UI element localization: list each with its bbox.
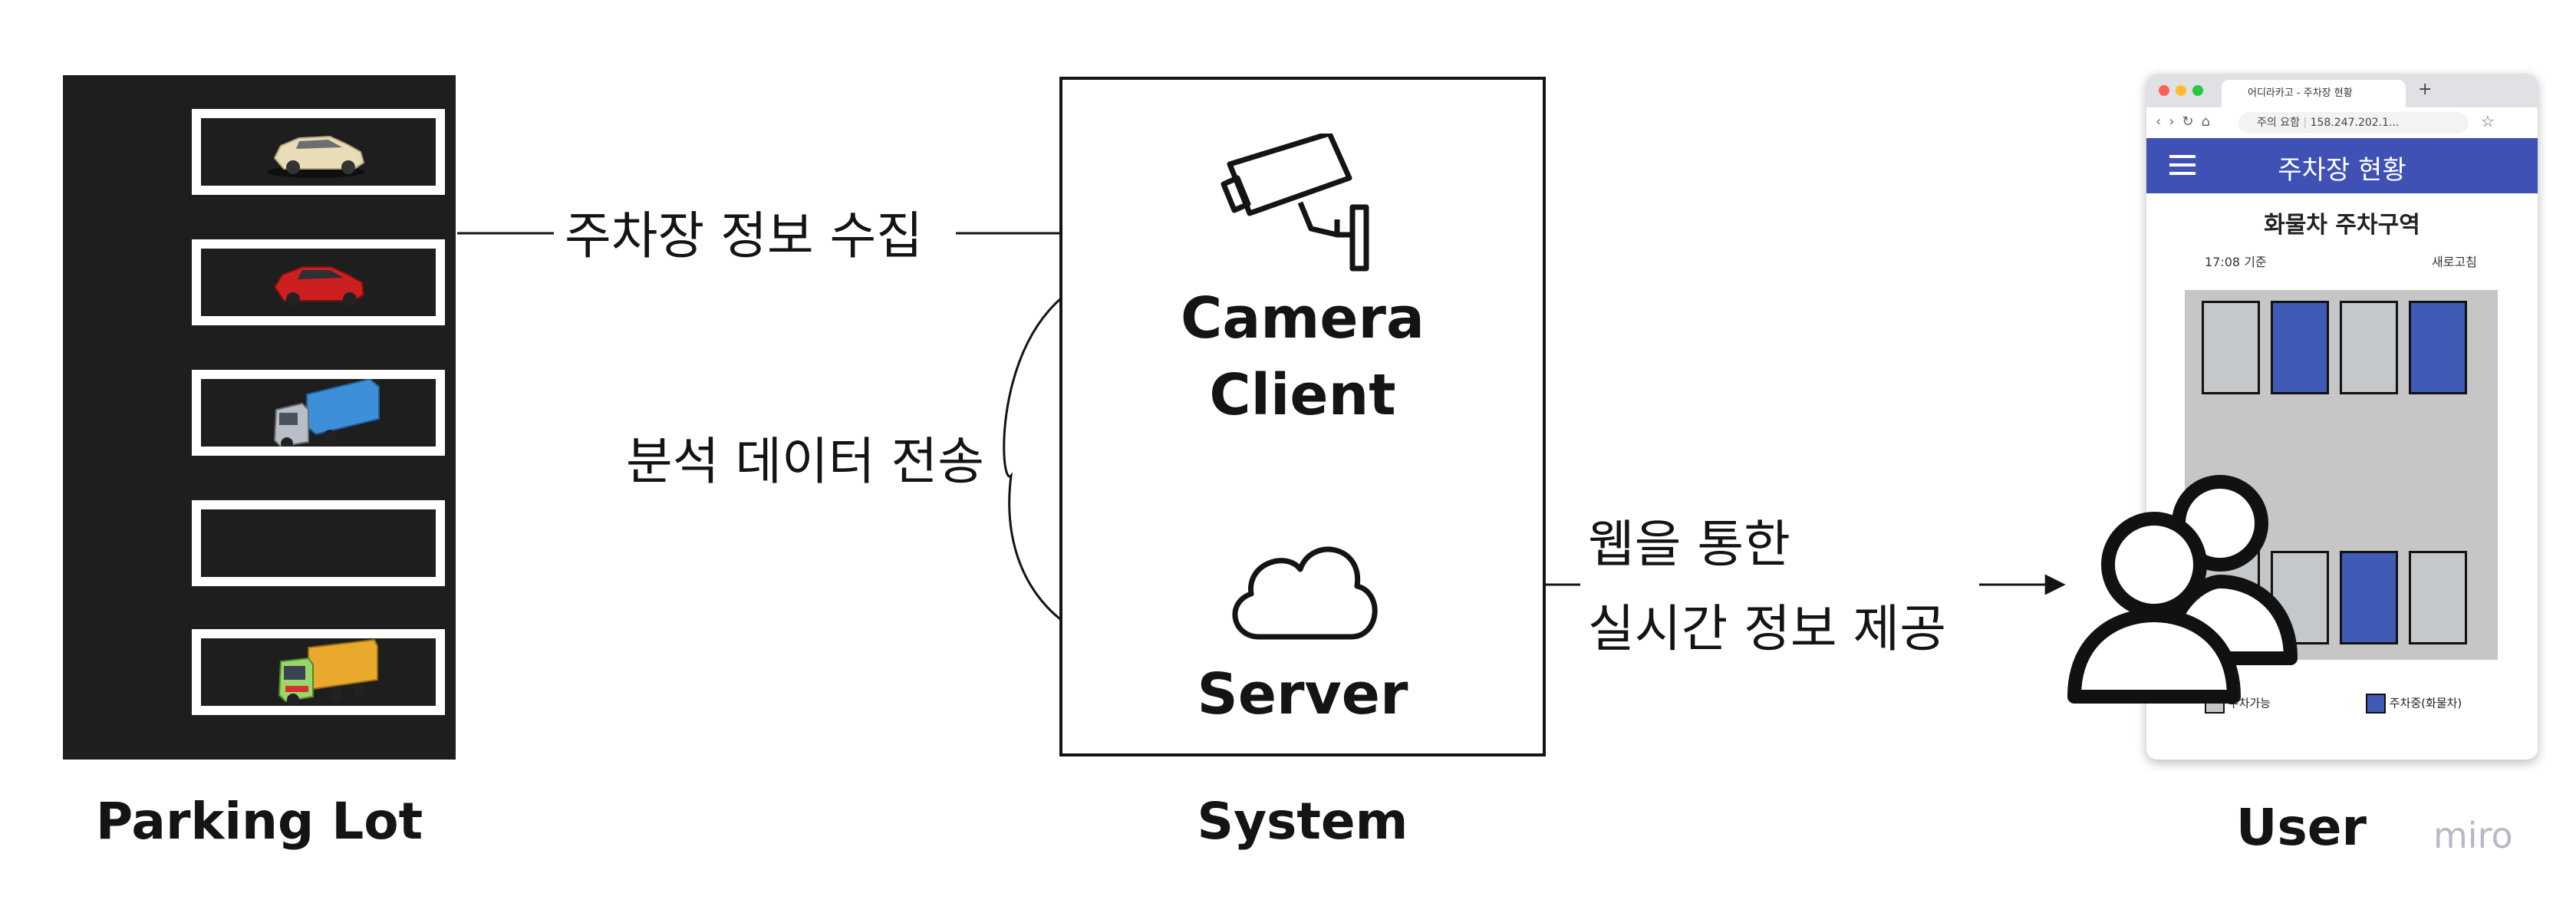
legend-occupied: 주차중(화물차): [2366, 694, 2462, 714]
parking-slot-5: [192, 629, 445, 715]
parking-cell-available: [2409, 551, 2467, 644]
url-text: 158.247.202.1...: [2310, 117, 2400, 129]
time-label: 17:08 기준: [2205, 255, 2267, 269]
parking-cell-occupied: [2271, 301, 2329, 394]
app-title: 주차장 현황: [2278, 155, 2406, 186]
address-bar: ‹›↻⌂ 주의 요함 | 158.247.202.1... ☆: [2146, 107, 2538, 139]
parking-slot-4: [192, 500, 445, 586]
collect-label: 주차장 정보 수집: [565, 206, 923, 265]
server-label: Server: [1197, 661, 1408, 727]
sedan-red-icon: [273, 266, 365, 306]
legend-occupied-label: 주차중(화물차): [2389, 696, 2462, 710]
cloud-icon: [1232, 546, 1378, 640]
camera-client-label-1: Camera: [1181, 285, 1425, 351]
menu-icon[interactable]: [2169, 155, 2196, 175]
parking-slot-1: [192, 109, 445, 195]
browser-tab-bar: 어디라카고 - 주차장 현황 +: [2146, 74, 2538, 107]
maximize-dot-icon[interactable]: [2192, 85, 2203, 96]
nav-arrows-icon[interactable]: ‹›↻⌂: [2156, 114, 2218, 130]
page-heading: 화물차 주차구역: [2264, 212, 2420, 239]
system-label: System: [1197, 792, 1408, 851]
refresh-button[interactable]: 새로고침: [2432, 255, 2477, 269]
browser-window: 어디라카고 - 주차장 현황 + ‹›↻⌂ 주의 요함 | 158.247.20…: [2146, 74, 2538, 760]
star-icon[interactable]: ☆: [2481, 112, 2495, 130]
parking-lot-panel: [63, 75, 456, 760]
url-warning: 주의 요함: [2257, 117, 2300, 129]
parking-slot-2: [192, 239, 445, 325]
browser-tab[interactable]: 어디라카고 - 주차장 현황: [2222, 80, 2406, 107]
user-label: User: [2235, 798, 2367, 857]
truck-blue-icon: [273, 379, 380, 447]
security-camera-icon: [1220, 133, 1369, 272]
parking-cell-available: [2340, 301, 2398, 394]
new-tab-icon[interactable]: +: [2418, 80, 2433, 99]
parking-cell-occupied: [2340, 551, 2398, 644]
send-label: 분석 데이터 전송: [626, 432, 984, 491]
legend-occupied-swatch: [2366, 694, 2386, 714]
close-dot-icon[interactable]: [2159, 85, 2169, 96]
parking-cell-available: [2202, 301, 2260, 394]
parking-lot-label: Parking Lot: [95, 792, 423, 851]
url-field[interactable]: 주의 요함 | 158.247.202.1...: [2238, 112, 2469, 133]
system-box: Camera Client Server: [1059, 77, 1546, 756]
web-label-line2: 실시간 정보 제공: [1588, 599, 1946, 658]
dump-truck-yellow-icon: [278, 638, 378, 706]
minimize-dot-icon[interactable]: [2176, 85, 2186, 96]
users-icon: [2067, 475, 2298, 704]
parking-slot-3: [192, 370, 445, 456]
parking-cell-occupied: [2409, 301, 2467, 394]
camera-client-label-2: Client: [1209, 362, 1396, 428]
web-label-line1: 웹을 통한: [1588, 515, 1790, 574]
sedan-cream-icon: [267, 135, 365, 178]
miro-brand: miro: [2433, 815, 2513, 856]
app-bar: 주차장 현황: [2146, 138, 2538, 193]
